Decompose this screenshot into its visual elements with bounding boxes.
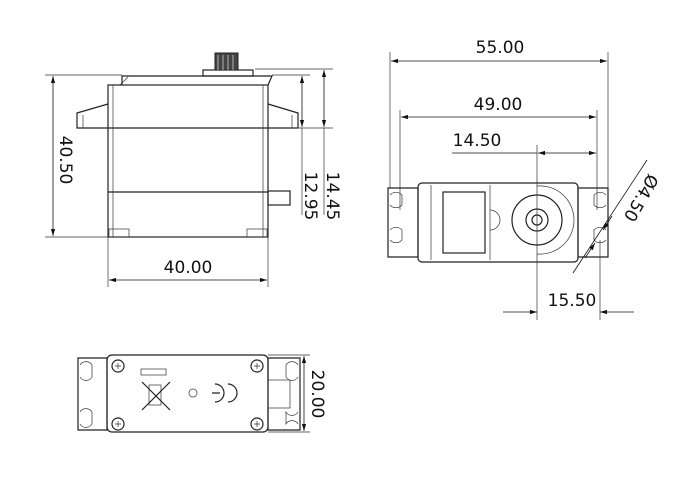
side-view: 40.50 14.45 12.95 40.00 — [45, 52, 342, 287]
overall-length-label: 55.00 — [476, 38, 525, 58]
label-plate — [140, 368, 167, 376]
height-dim-label: 40.50 — [55, 136, 75, 185]
width-dim-label: 40.00 — [164, 258, 213, 278]
top-dim-outer-label: 14.45 — [322, 172, 342, 221]
hole-spacing-label: 49.00 — [474, 95, 523, 115]
bottom-width-label: 20.00 — [307, 370, 327, 419]
shaft-to-hole-label: 15.50 — [548, 291, 597, 311]
top-view: 55.00 49.00 14.50 15.50 Ø4.50 — [387, 38, 662, 320]
ce-mark-icon — [212, 383, 238, 403]
screw-icon — [111, 359, 264, 431]
connector — [267, 190, 291, 206]
weee-bin-icon — [141, 381, 171, 411]
connector — [267, 379, 291, 409]
top-dim-inner-label: 12.95 — [300, 172, 320, 221]
hole-diameter-label: Ø4.50 — [619, 170, 662, 224]
bottom-view: 20.00 — [77, 354, 327, 433]
output-gear-icon — [202, 52, 254, 77]
hole-mark — [188, 388, 198, 398]
shaft-offset-label: 14.50 — [453, 131, 502, 151]
